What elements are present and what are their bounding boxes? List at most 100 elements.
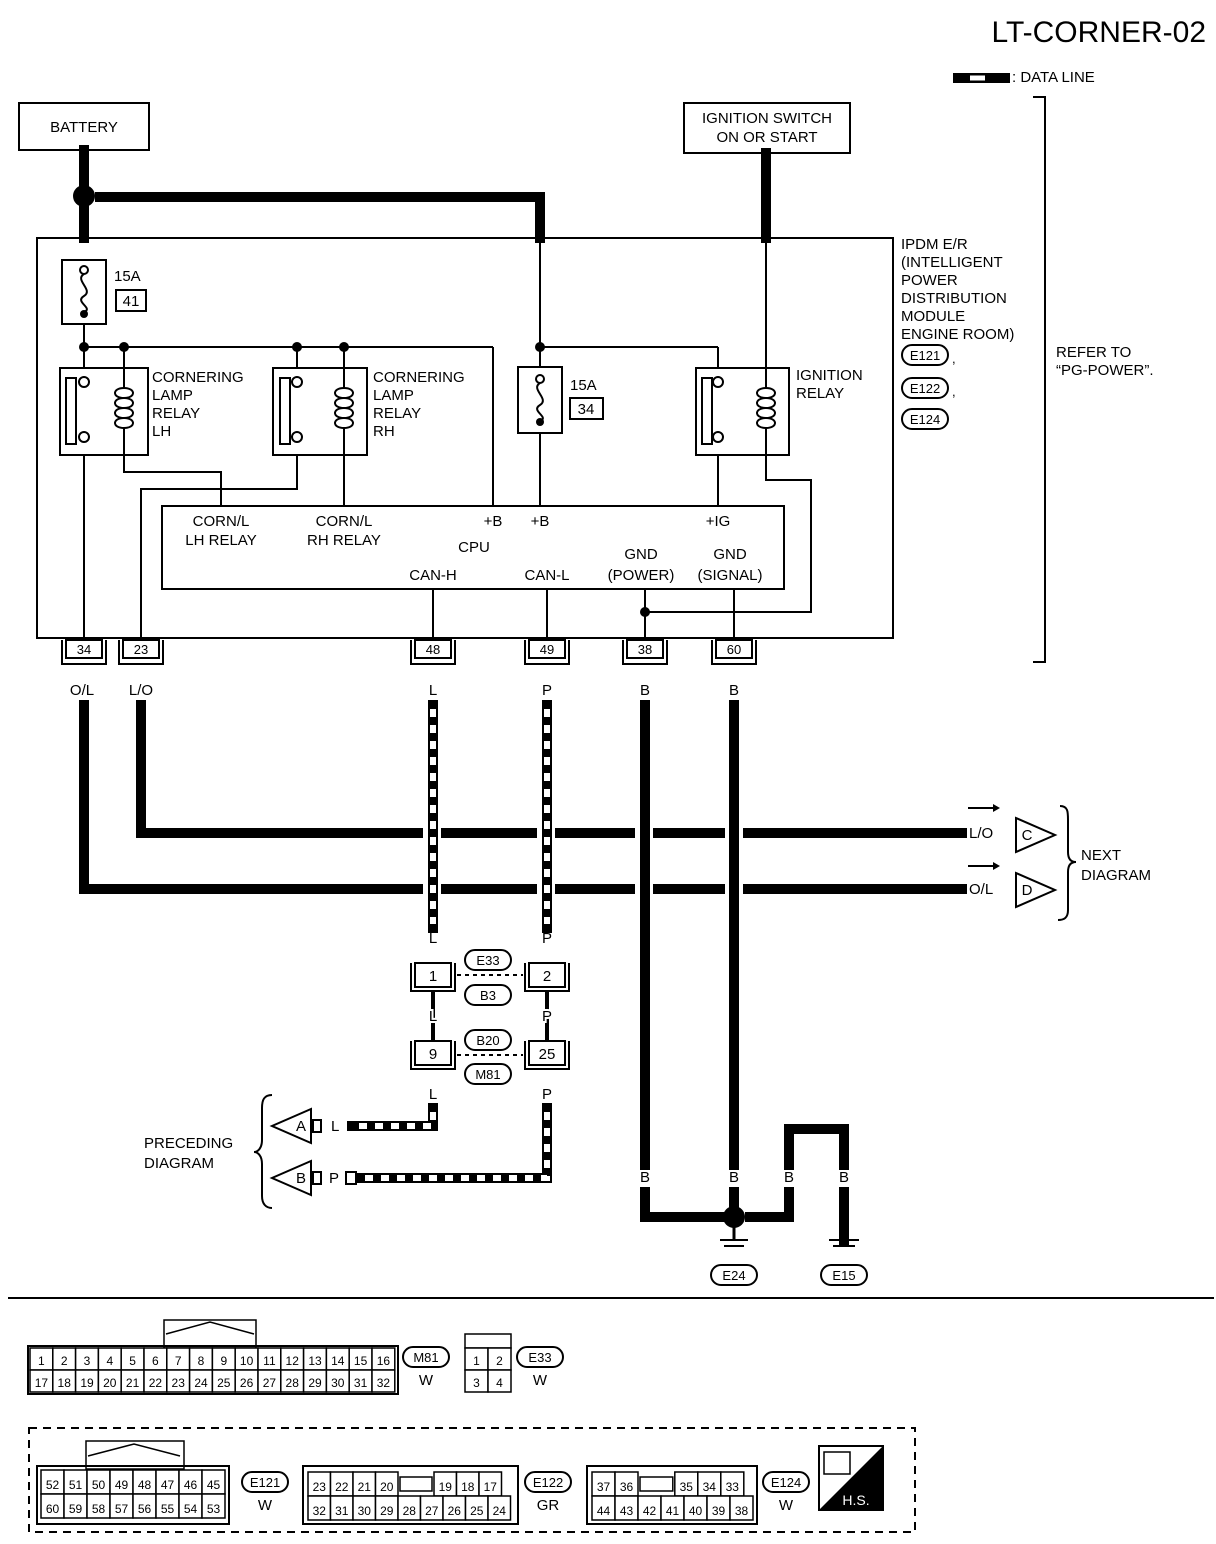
svg-text:L: L (429, 1086, 437, 1103)
e121-latch-mark (87, 1443, 181, 1457)
power-feed-wires (73, 145, 771, 243)
ipdm-box (36, 237, 894, 639)
e122-pin: 29 (380, 1504, 394, 1518)
m81-outline (27, 1345, 399, 1395)
m81-latch (163, 1319, 257, 1349)
e124-pin: 33 (726, 1480, 740, 1494)
next-c-color: L/O (969, 825, 993, 842)
next-c-letter: C (1022, 827, 1033, 844)
e122-pin: 19 (439, 1480, 453, 1494)
e121-pin: 50 (92, 1478, 106, 1492)
connector-color: W (533, 1372, 548, 1389)
ignition-relay: IGNITION RELAY (695, 367, 863, 456)
relay-lh-line-3: RELAY (152, 405, 200, 422)
e122-pin: 17 (484, 1480, 498, 1494)
e122-pin: 18 (461, 1480, 475, 1494)
e124-pin: 38 (735, 1504, 749, 1518)
m81-pin: 19 (80, 1376, 94, 1390)
e122-pin: 20 (380, 1480, 394, 1494)
ground-e15: E15 (832, 1268, 855, 1283)
svg-text:,: , (952, 351, 956, 366)
m81-pin: 16 (377, 1354, 391, 1368)
m81-latch-mark (165, 1321, 255, 1335)
terminal-49: 49 P (524, 639, 570, 699)
harness-side-symbol: H.S. (818, 1445, 884, 1511)
m81-cell (371, 1369, 396, 1393)
e33-pin: 2 (496, 1354, 503, 1368)
relay-lh-line-4: LH (152, 423, 171, 440)
e122-outline (302, 1465, 519, 1525)
e121-pin: 54 (184, 1502, 198, 1516)
joint-m81: M81 (475, 1067, 500, 1082)
svg-text:25: 25 (539, 1046, 556, 1063)
prev-b-color: P (329, 1170, 339, 1187)
e121-pin: 49 (115, 1478, 129, 1492)
e122-pin: 30 (358, 1504, 372, 1518)
m81-pin: 2 (61, 1354, 68, 1368)
preceding-diagram-line-1: PRECEDING (144, 1135, 233, 1152)
terminal-23: 23 L/O (118, 639, 164, 699)
next-diagram-line-1: NEXT (1081, 847, 1121, 864)
svg-text:38: 38 (638, 642, 652, 657)
e121-pin: 51 (69, 1478, 83, 1492)
cpu-gnd-power-2: (POWER) (608, 567, 675, 584)
e121-pin: 48 (138, 1478, 152, 1492)
m81-pin: 8 (198, 1354, 205, 1368)
can-wiring-lower: L P 1 2 E33 B3 L P 9 25 B20 M81 L P (347, 930, 570, 1183)
e124-pin: 34 (703, 1480, 717, 1494)
connector-id-badge (524, 1471, 572, 1493)
data-line-legend: : DATA LINE (953, 69, 1095, 86)
e121-pin: 53 (207, 1502, 221, 1516)
svg-text:P: P (542, 1086, 552, 1103)
e33-pin: 1 (473, 1354, 480, 1368)
svg-text:P: P (542, 1008, 552, 1025)
e124-pin: 35 (680, 1480, 694, 1494)
terminal-38: 38 B (622, 639, 668, 699)
m81-pin: 31 (354, 1376, 368, 1390)
e124-key (639, 1476, 674, 1492)
relay-rh-line-3: RELAY (373, 405, 421, 422)
e121-latch (85, 1440, 185, 1470)
connector-id: E122 (533, 1475, 563, 1490)
svg-text:B: B (640, 1169, 650, 1186)
m81-pin: 17 (35, 1376, 49, 1390)
e122-pin: 27 (425, 1504, 439, 1518)
cpu-gnd-power-1: GND (624, 546, 658, 563)
connector-id-badge (762, 1471, 810, 1493)
relay-lh-line-2: LAMP (152, 387, 193, 404)
e124-pin: 41 (666, 1504, 680, 1518)
connector-color: W (779, 1497, 794, 1514)
ipdm-terminals: 34 O/L 23 L/O 48 L 49 P 38 B (61, 639, 757, 699)
wire-color-b: B (729, 682, 739, 699)
next-d-letter: D (1022, 882, 1033, 899)
svg-text:34: 34 (77, 642, 91, 657)
e124-pin: 40 (689, 1504, 703, 1518)
terminal-48: 48 L (410, 639, 456, 699)
connector-color: GR (537, 1497, 560, 1514)
m81-pin: 29 (308, 1376, 322, 1390)
next-diagram-connector: L/O C O/L D NEXT DIAGRAM (968, 804, 1151, 921)
e122-pin: 22 (335, 1480, 349, 1494)
e121-pin: 60 (46, 1502, 60, 1516)
m81-pin: 9 (220, 1354, 227, 1368)
e122-pin: 23 (313, 1480, 327, 1494)
wire-color-b: B (640, 682, 650, 699)
joint-b20: B20 (476, 1033, 499, 1048)
e124-pin: 39 (712, 1504, 726, 1518)
svg-text:L: L (429, 930, 437, 947)
m81-pin: 10 (240, 1354, 254, 1368)
svg-text:B: B (839, 1169, 849, 1186)
e121-pin: 56 (138, 1502, 152, 1516)
ignition-switch: IGNITION SWITCH ON OR START (683, 102, 851, 154)
ipdm-connector-e124: E124 (910, 412, 940, 427)
e33-pin: 4 (496, 1376, 503, 1390)
harness-wires (79, 700, 967, 1170)
e122-pin: 26 (448, 1504, 462, 1518)
joint-e33: E33 (476, 953, 499, 968)
prev-a-letter: A (296, 1118, 306, 1135)
e121-cell (201, 1493, 226, 1519)
ipdm-line-2: (INTELLIGENT (901, 254, 1003, 271)
relay-rh-line-4: RH (373, 423, 395, 440)
wire-color-l: L (429, 682, 437, 699)
